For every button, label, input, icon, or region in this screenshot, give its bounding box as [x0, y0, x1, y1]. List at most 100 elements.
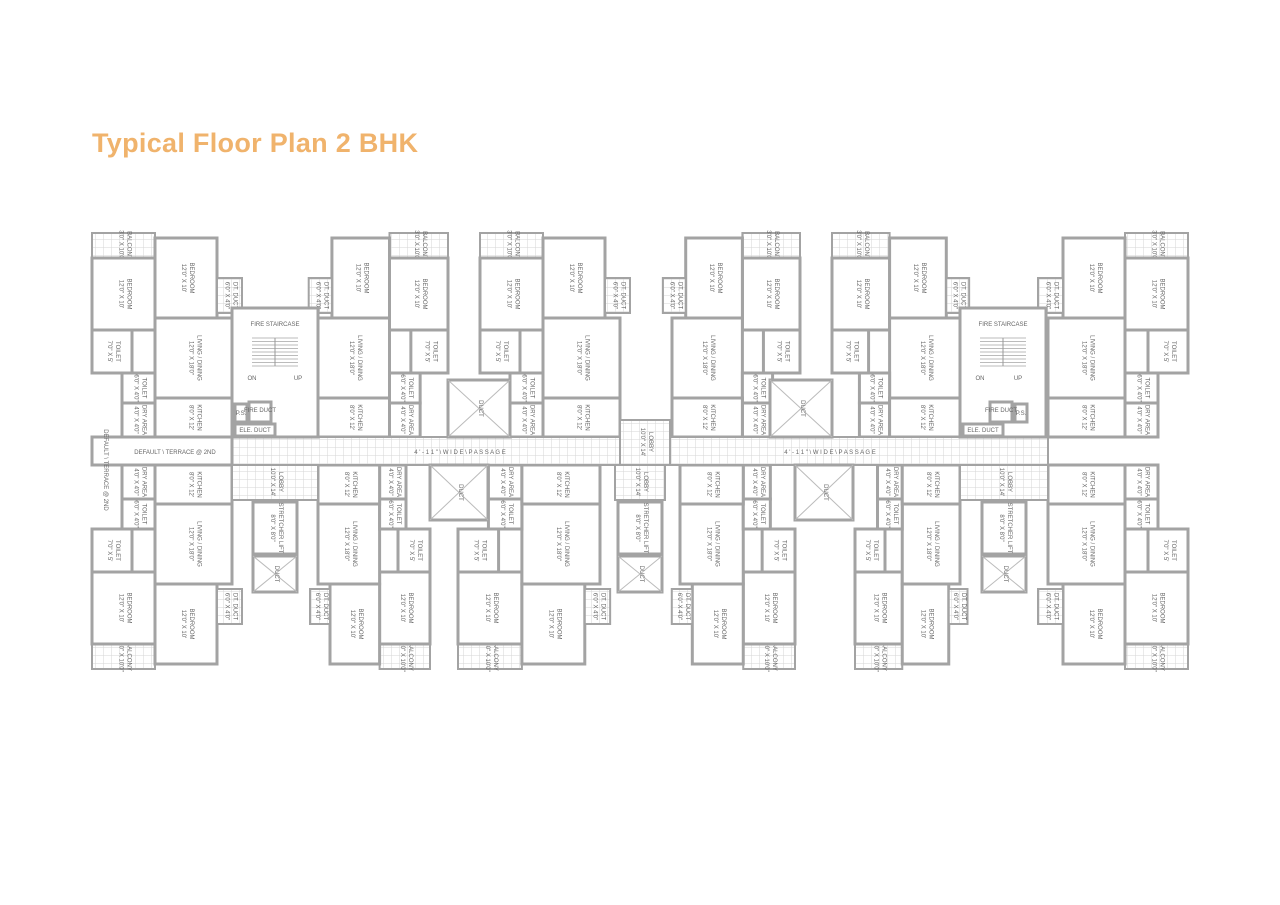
kitchen-label: KITCHEN [351, 471, 357, 497]
bedroom [153, 236, 219, 320]
kitchen [888, 396, 962, 439]
toilet [409, 328, 450, 375]
dt-duct-size: 6'0" X 4'0" [1045, 593, 1051, 620]
duct-label: DUCT [477, 400, 483, 417]
living-dining-label: LIVING / DINING [1089, 521, 1095, 567]
dry-area-size: 4'0" X 4'0" [387, 468, 393, 495]
toilet [1123, 371, 1160, 405]
dt-duct [307, 277, 333, 314]
kitchen-label: KITCHEN [196, 471, 202, 497]
living-dining-label: LIVING / DINING [1089, 335, 1095, 381]
balcony-label: BALCONY [421, 231, 427, 260]
stretcher-lift-label: STRETCHER LIFT [277, 503, 283, 554]
stair-dir-label: UP [1014, 376, 1022, 382]
lobby-size: 10'0" X 14' [634, 468, 640, 496]
page-title: Typical Floor Plan 2 BHK [92, 128, 419, 158]
dt-duct-label: DT. DUCT [1053, 282, 1059, 310]
toilet-label: TOILET [892, 504, 898, 525]
toilet [456, 527, 501, 574]
bedroom [456, 570, 524, 646]
lobby [959, 464, 1049, 501]
toilet [876, 497, 904, 531]
dry-area-size: 4'0" X 4'0" [399, 406, 405, 433]
toilet-label: TOILET [416, 540, 422, 561]
kitchen-label: KITCHEN [933, 471, 939, 497]
toilet-size: 7'0" X 5' [773, 540, 779, 562]
bedroom-size: 12'0" X 10' [873, 594, 879, 622]
bedroom-size: 12'0" X 10' [1151, 594, 1157, 622]
dry-area-label: DRY AREA [507, 467, 513, 497]
living-dining-size: 12'0" X 18'0" [343, 527, 349, 561]
dry-area-size: 4'0" X 4'0" [751, 468, 757, 495]
kitchen-size: 8'0" X 12' [919, 405, 925, 430]
toilet-label: TOILET [141, 504, 147, 525]
bedroom-size: 12'0" X 10' [920, 610, 926, 638]
stretcher-lift-size: 8'0" X 8'0" [269, 514, 275, 541]
dt-duct-size: 6'0" X 4'0" [676, 593, 682, 620]
balcony-label: BALCONY [514, 231, 520, 260]
toilet-label: TOILET [852, 341, 858, 362]
stretcher-lift-size: 8'0" X 8'0" [998, 514, 1004, 541]
dry-area-size: 4'0" X 4'0" [133, 468, 139, 495]
bedroom-size: 12'0" X 10' [413, 280, 419, 308]
dt-duct-label: DT. DUCT [960, 282, 966, 310]
toilet-label: TOILET [1170, 540, 1176, 561]
living-dining-label: LIVING / DINING [709, 335, 715, 381]
living-dining-label: LIVING / DINING [356, 335, 362, 381]
toilet-label: TOILET [480, 540, 486, 561]
balcony-label: BALCONY [1159, 231, 1165, 260]
balcony [91, 643, 156, 670]
dt-duct-size: 6'0" X 4'0" [314, 593, 320, 620]
dt-duct-label: DT. DUCT [620, 282, 626, 310]
bedroom-label: BEDROOM [771, 592, 777, 623]
toilet [853, 527, 887, 574]
living-dining-label: LIVING / DINING [196, 521, 202, 567]
duct-label: DUCT [638, 566, 644, 583]
bedroom-size: 12'0" X 10' [763, 594, 769, 622]
duct-cross [252, 555, 298, 593]
kitchen-label: KITCHEN [196, 404, 202, 430]
toilet-size: 7'0" X 5' [844, 341, 850, 363]
passage-label: 4 ' - 1 1 " \ W I D E \ P A S S A G E [784, 450, 876, 456]
toilet [830, 328, 871, 375]
kitchen-label: KITCHEN [1089, 404, 1095, 430]
living-dining-label: LIVING / DINING [714, 521, 720, 567]
stretcher-lift-label: STRETCHER LIFT [642, 503, 648, 554]
toilet [388, 371, 422, 405]
dry-area-size: 4'0" X 4'0" [521, 406, 527, 433]
bedroom-label: BEDROOM [357, 608, 363, 639]
kitchen [1046, 396, 1127, 439]
kitchen-size: 8'0" X 12' [576, 405, 582, 430]
toilet-label: TOILET [784, 341, 790, 362]
dt-duct [670, 588, 694, 625]
toilet-label: TOILET [141, 378, 147, 399]
kitchen [153, 463, 234, 506]
lobby-size: 10'0" X 14' [639, 428, 645, 456]
dt-duct-label: DT. DUCT [1053, 593, 1059, 621]
dry-area-label: DRY AREA [1144, 467, 1150, 497]
dry-area-label: DRY AREA [529, 405, 535, 435]
bedroom-label: BEDROOM [126, 278, 132, 309]
toilet-size: 6'0" X 4'0" [521, 374, 527, 401]
dry-area-label: DRY AREA [759, 405, 765, 435]
dt-duct-label: DT. DUCT [232, 593, 238, 621]
dt-duct [309, 588, 331, 625]
toilet-label: TOILET [759, 504, 765, 525]
balcony [91, 232, 156, 259]
dry-area-label: DRY AREA [407, 405, 413, 435]
toilet-label: TOILET [1144, 378, 1150, 399]
dt-duct [604, 277, 631, 314]
toilet-size: 7'0" X 5' [494, 341, 500, 363]
dt-duct-size: 6'0" X 4'0" [952, 593, 958, 620]
kitchen-size: 8'0" X 12' [925, 472, 931, 497]
kitchen-size: 8'0" X 12' [701, 405, 707, 430]
stretcher-lift-label: STRETCHER LIFT [1006, 503, 1012, 554]
dt-duct-label: DT. DUCT [676, 282, 682, 310]
kitchen-size: 8'0" X 12' [343, 472, 349, 497]
kitchen [316, 396, 391, 439]
bedroom-label: BEDROOM [720, 608, 726, 639]
toilet-size: 6'0" X 4'0" [884, 500, 890, 527]
bedroom-label: BEDROOM [188, 262, 194, 293]
toilet-size: 6'0" X 4'0" [869, 374, 875, 401]
kitchen-size: 8'0" X 12' [1081, 405, 1087, 430]
